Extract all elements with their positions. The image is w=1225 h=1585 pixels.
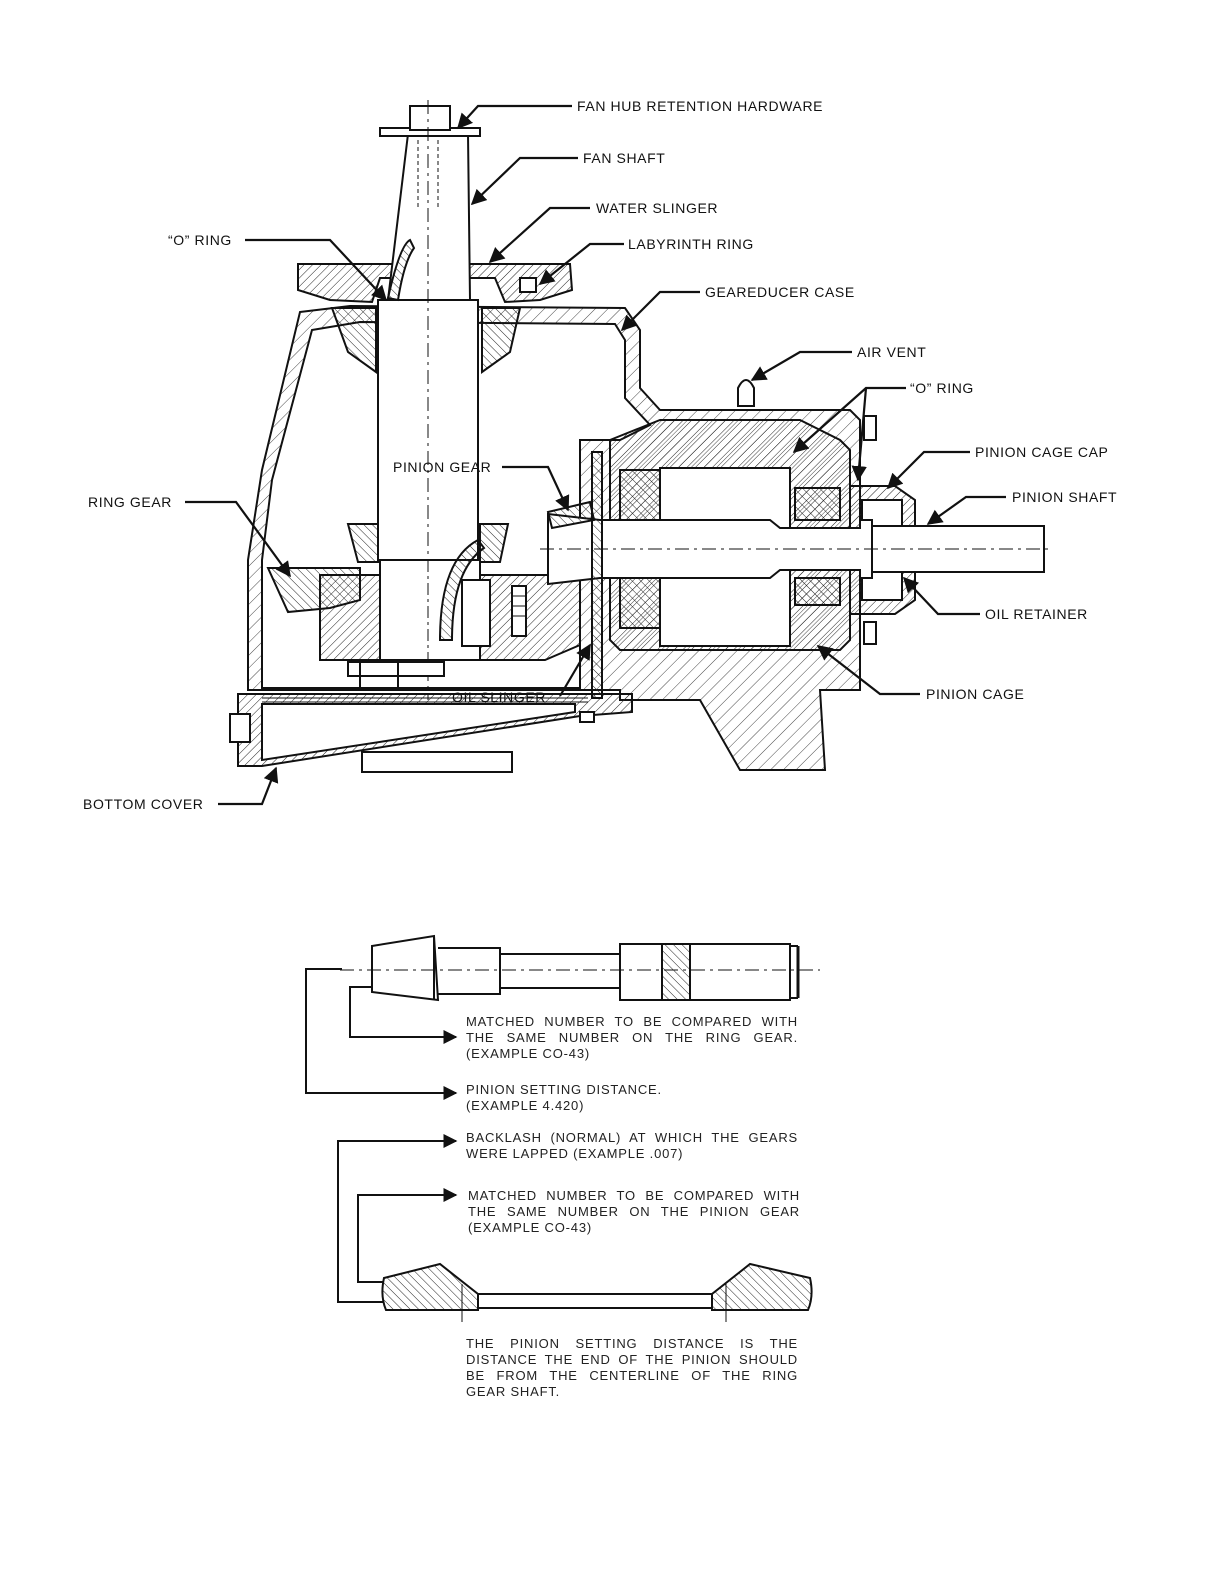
leader-o-ring-left <box>245 238 388 302</box>
upper-bearing-right <box>481 307 522 374</box>
oil-slinger-shape <box>438 538 486 641</box>
leader-water-slinger <box>488 206 590 264</box>
ring-gear-detail <box>381 1262 813 1322</box>
leader-pinion-shaft <box>926 495 1006 525</box>
leader-oil-slinger <box>559 643 591 697</box>
leader-pinion-cage-cap <box>886 450 970 490</box>
leader-o-ring-right-b <box>851 387 868 482</box>
water-slinger-shape <box>386 238 416 302</box>
leader-fan-hub <box>456 104 572 130</box>
label-pinion-shaft: PINION SHAFT <box>1012 489 1117 505</box>
note-setting-distance-definition: THE PINION SETTING DISTANCE IS THE DISTA… <box>466 1336 798 1399</box>
air-vent-shape <box>737 379 755 407</box>
leader-labyrinth-ring <box>538 242 624 285</box>
label-o-ring-left: “O” RING <box>168 232 232 248</box>
geareducer-cross-section <box>229 100 1052 773</box>
label-geareducer-case: GEAREDUCER CASE <box>705 284 855 300</box>
leader-geareducer-case <box>620 290 700 332</box>
ring-gear-detail-leaders <box>337 1134 458 1303</box>
leader-bottom-cover <box>218 766 279 806</box>
leader-fan-shaft <box>470 156 578 206</box>
note-pinion-matched-number: MATCHED NUMBER TO BE COMPARED WITH THE S… <box>466 1014 798 1061</box>
leader-ring-gear <box>185 500 291 578</box>
leader-air-vent <box>750 350 852 381</box>
pinion-detail-gear-cone <box>371 934 440 1002</box>
label-water-slinger: WATER SLINGER <box>596 200 718 216</box>
label-ring-gear: RING GEAR <box>88 494 172 510</box>
leader-lines <box>185 104 1006 806</box>
upper-bearing-left <box>330 307 377 374</box>
label-pinion-cage-cap: PINION CAGE CAP <box>975 444 1108 460</box>
pinion-shaft-detail <box>340 934 820 1002</box>
label-labyrinth-ring: LABYRINTH RING <box>628 236 754 252</box>
label-pinion-cage: PINION CAGE <box>926 686 1024 702</box>
label-air-vent: AIR VENT <box>857 344 926 360</box>
leader-pinion-gear <box>502 465 570 512</box>
labyrinth-plate <box>297 263 574 304</box>
label-pinion-gear: PINION GEAR <box>393 459 491 475</box>
note-pinion-setting-distance: PINION SETTING DISTANCE. (EXAMPLE 4.420) <box>466 1082 662 1113</box>
lower-bearing-left <box>346 523 379 563</box>
note-backlash: BACKLASH (NORMAL) AT WHICH THE GEARS WER… <box>466 1130 798 1161</box>
leader-pinion-cage <box>816 645 920 696</box>
pinion-detail-leaders <box>305 968 458 1100</box>
ring-gear-detail-right <box>711 1262 813 1311</box>
label-oil-retainer: OIL RETAINER <box>985 606 1088 622</box>
label-bottom-cover: BOTTOM COVER <box>83 796 204 812</box>
leader-oil-retainer <box>902 576 980 616</box>
label-o-ring-right: “O” RING <box>910 380 974 396</box>
pinion-detail-shaft <box>438 947 501 995</box>
label-fan-hub-retention-hardware: FAN HUB RETENTION HARDWARE <box>577 98 823 114</box>
ring-gear-teeth <box>266 567 361 614</box>
label-oil-slinger: OIL SLINGER <box>452 689 546 705</box>
note-ring-gear-matched-number: MATCHED NUMBER TO BE COMPARED WITH THE S… <box>468 1188 800 1235</box>
part-labels: FAN HUB RETENTION HARDWARE FAN SHAFT WAT… <box>83 98 1117 812</box>
ring-gear-detail-left <box>381 1262 479 1311</box>
label-fan-shaft: FAN SHAFT <box>583 150 665 166</box>
